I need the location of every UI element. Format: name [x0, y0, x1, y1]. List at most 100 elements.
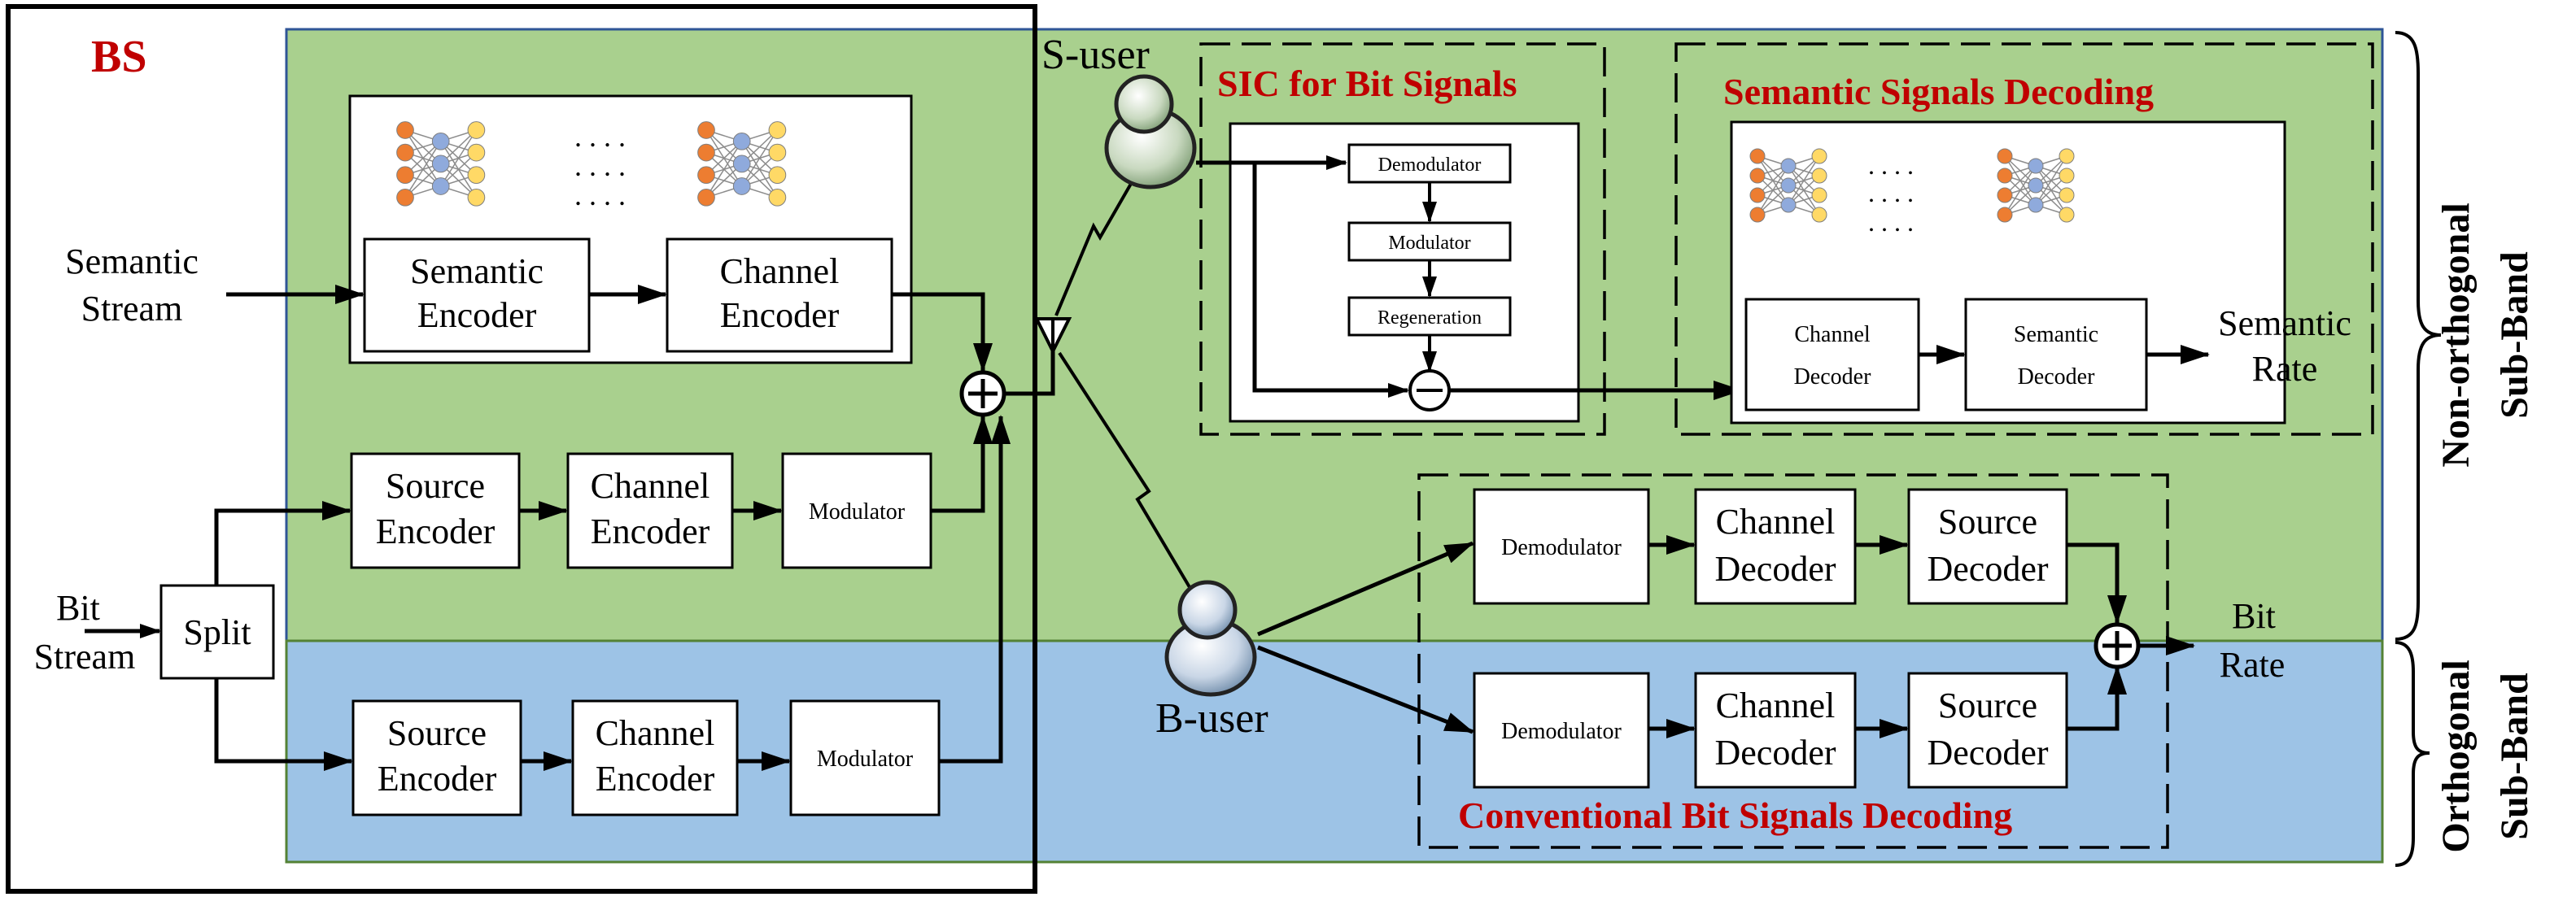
arrow	[1252, 163, 1409, 398]
neuron-node	[2059, 168, 2075, 184]
sic-demodulator-label: Demodulator	[1378, 155, 1482, 176]
arrow	[892, 292, 993, 372]
neuron-node	[2059, 207, 2075, 223]
ellipsis: . . . .	[574, 179, 626, 211]
bs-title: BS	[91, 32, 147, 82]
neuron-node	[1780, 197, 1797, 213]
neuron-node	[2059, 148, 2075, 164]
sic-modulator-label: Modulator	[1388, 233, 1470, 254]
s-user-icon	[1104, 74, 1197, 189]
ellipsis: . . . .	[1868, 178, 1914, 207]
demodulator-label: Demodulator	[1501, 719, 1622, 744]
neuron-node	[1749, 207, 1766, 223]
neuron-node	[467, 143, 486, 162]
neuron-node	[1997, 148, 2013, 164]
arrow	[1257, 645, 1474, 734]
neuron-node	[1997, 207, 2013, 223]
neuron-node	[697, 188, 715, 207]
source-encoder-block	[351, 699, 522, 816]
modulator-label: Modulator	[809, 499, 906, 525]
neuron-node	[396, 121, 414, 139]
neuron-node	[732, 155, 751, 173]
neuron-node	[467, 121, 486, 139]
modulator-block	[789, 699, 941, 816]
sic-regeneration-label: Regeneration	[1378, 307, 1482, 329]
network-edge	[705, 141, 743, 198]
channel-encoder-block	[566, 452, 734, 569]
b-user-label: B-user	[1155, 695, 1268, 742]
network-edge	[404, 141, 442, 198]
b-user-icon	[1164, 580, 1257, 697]
orthogonal-brace	[2395, 641, 2430, 867]
neuron-node	[431, 132, 450, 150]
demodulator-block	[1473, 488, 1650, 605]
arrow	[214, 501, 351, 586]
neuron-node	[1997, 168, 2013, 184]
non-orthogonal-brace	[2395, 31, 2442, 641]
neural-network-icon	[697, 121, 787, 207]
s-user-label: S-user	[1041, 32, 1150, 78]
network-edge	[741, 129, 779, 187]
neuron-node	[396, 143, 414, 162]
neuron-node	[1811, 168, 1827, 184]
neuron-node	[1811, 207, 1827, 223]
ellipsis: . . . .	[574, 120, 626, 153]
arrow	[214, 678, 353, 771]
neuron-node	[1749, 168, 1766, 184]
neural-network-icon	[1749, 148, 1827, 223]
neuron-node	[431, 177, 450, 195]
network-edge	[2004, 165, 2037, 216]
ellipsis: . . . .	[1868, 207, 1914, 237]
neuron-node	[1749, 187, 1766, 203]
neuron-node	[2028, 177, 2044, 194]
channel-encoder-block	[571, 699, 739, 816]
neuron-node	[732, 177, 751, 195]
demodulator-label: Demodulator	[1501, 535, 1622, 560]
neuron-node	[467, 166, 486, 185]
semantic-decoder-block	[1964, 298, 2148, 411]
ellipsis: . . . .	[1868, 150, 1914, 180]
neural-network-icon	[1997, 148, 2075, 223]
semantic-decoding-title: Semantic Signals Decoding	[1723, 71, 2154, 112]
neuron-node	[396, 166, 414, 185]
demodulator-block	[1473, 672, 1650, 789]
neuron-node	[2028, 197, 2044, 213]
neuron-node	[1749, 148, 1766, 164]
modulator-label: Modulator	[817, 747, 914, 772]
neuron-node	[768, 166, 787, 185]
channel-decoder-block	[1694, 488, 1857, 605]
source-decoder-block	[1907, 672, 2068, 789]
neuron-node	[768, 121, 787, 139]
network-edge	[440, 129, 478, 187]
sic-section-frame	[1199, 42, 1606, 436]
arrow	[2067, 542, 2127, 625]
neuron-node	[1997, 187, 2013, 203]
neuron-node	[1811, 148, 1827, 164]
source-decoder-block	[1907, 488, 2068, 605]
semantic-encoder-block	[363, 237, 591, 353]
sic-title: SIC for Bit Signals	[1217, 63, 1517, 104]
sic-regeneration-block	[1347, 296, 1512, 337]
arrow	[939, 415, 1011, 764]
neuron-node	[697, 143, 715, 162]
neuron-node	[1780, 158, 1797, 174]
neuron-node	[431, 155, 450, 173]
wireless-link-icon	[1054, 172, 1139, 316]
channel-decoder-block	[1744, 298, 1920, 411]
neuron-node	[732, 132, 751, 150]
